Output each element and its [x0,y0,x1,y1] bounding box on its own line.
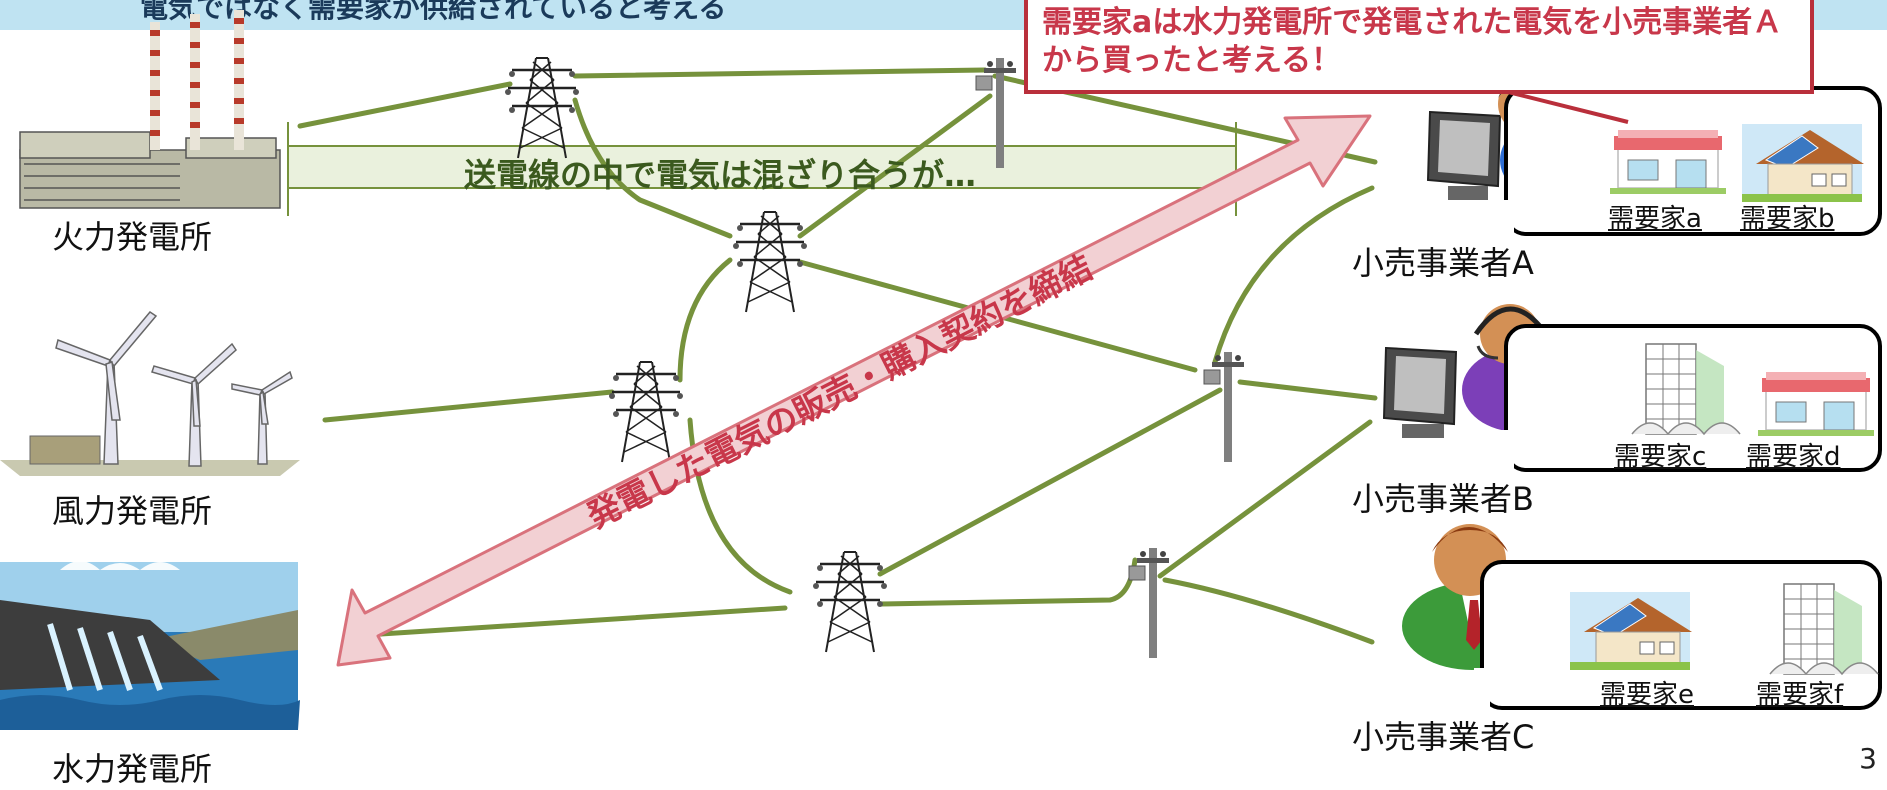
page-number: 3 [1859,742,1877,775]
customer-a-label: 需要家a [1608,204,1702,234]
wind-plant-label: 風力発電所 [52,492,213,530]
thermal-plant-icon [19,10,281,209]
hydro-plant-label: 水力発電所 [52,750,213,788]
mixing-banner-text: 送電線の中で電気は混ざり合うが… [464,156,977,194]
callout-box: 需要家aは水力発電所で発電された電気を小売事業者Ａから買ったと考える！ [1024,0,1814,94]
tower-3 [607,360,685,464]
tower-4 [811,550,889,654]
house-icon-e [1569,591,1693,671]
customer-d-label: 需要家d [1746,442,1841,472]
mixing-banner [287,145,1237,189]
customer-b-label: 需要家b [1740,204,1835,234]
shop-icon-d [1757,371,1875,437]
customer-c-label: 需要家c [1614,442,1707,472]
customer-e-label: 需要家e [1600,680,1694,710]
retailer-a-label: 小売事業者A [1352,244,1534,282]
hydro-plant-icon [0,561,300,730]
wind-plant-icon [0,311,300,476]
shop-icon-a [1609,129,1727,195]
callout-pointer [1499,88,1629,124]
tower-1 [503,56,581,160]
thermal-plant-label: 火力発電所 [52,218,213,256]
retailer-b-label: 小売事業者B [1352,480,1534,518]
pole-2 [1203,351,1245,463]
retailer-c-label: 小売事業者C [1352,718,1535,756]
contract-double-arrow [336,114,1372,667]
tower-2 [731,210,809,314]
callout-text: 需要家aは水力発電所で発電された電気を小売事業者Ａから買ったと考える！ [1042,5,1783,78]
house-icon-b [1741,123,1865,203]
customer-f-label: 需要家f [1756,680,1844,710]
